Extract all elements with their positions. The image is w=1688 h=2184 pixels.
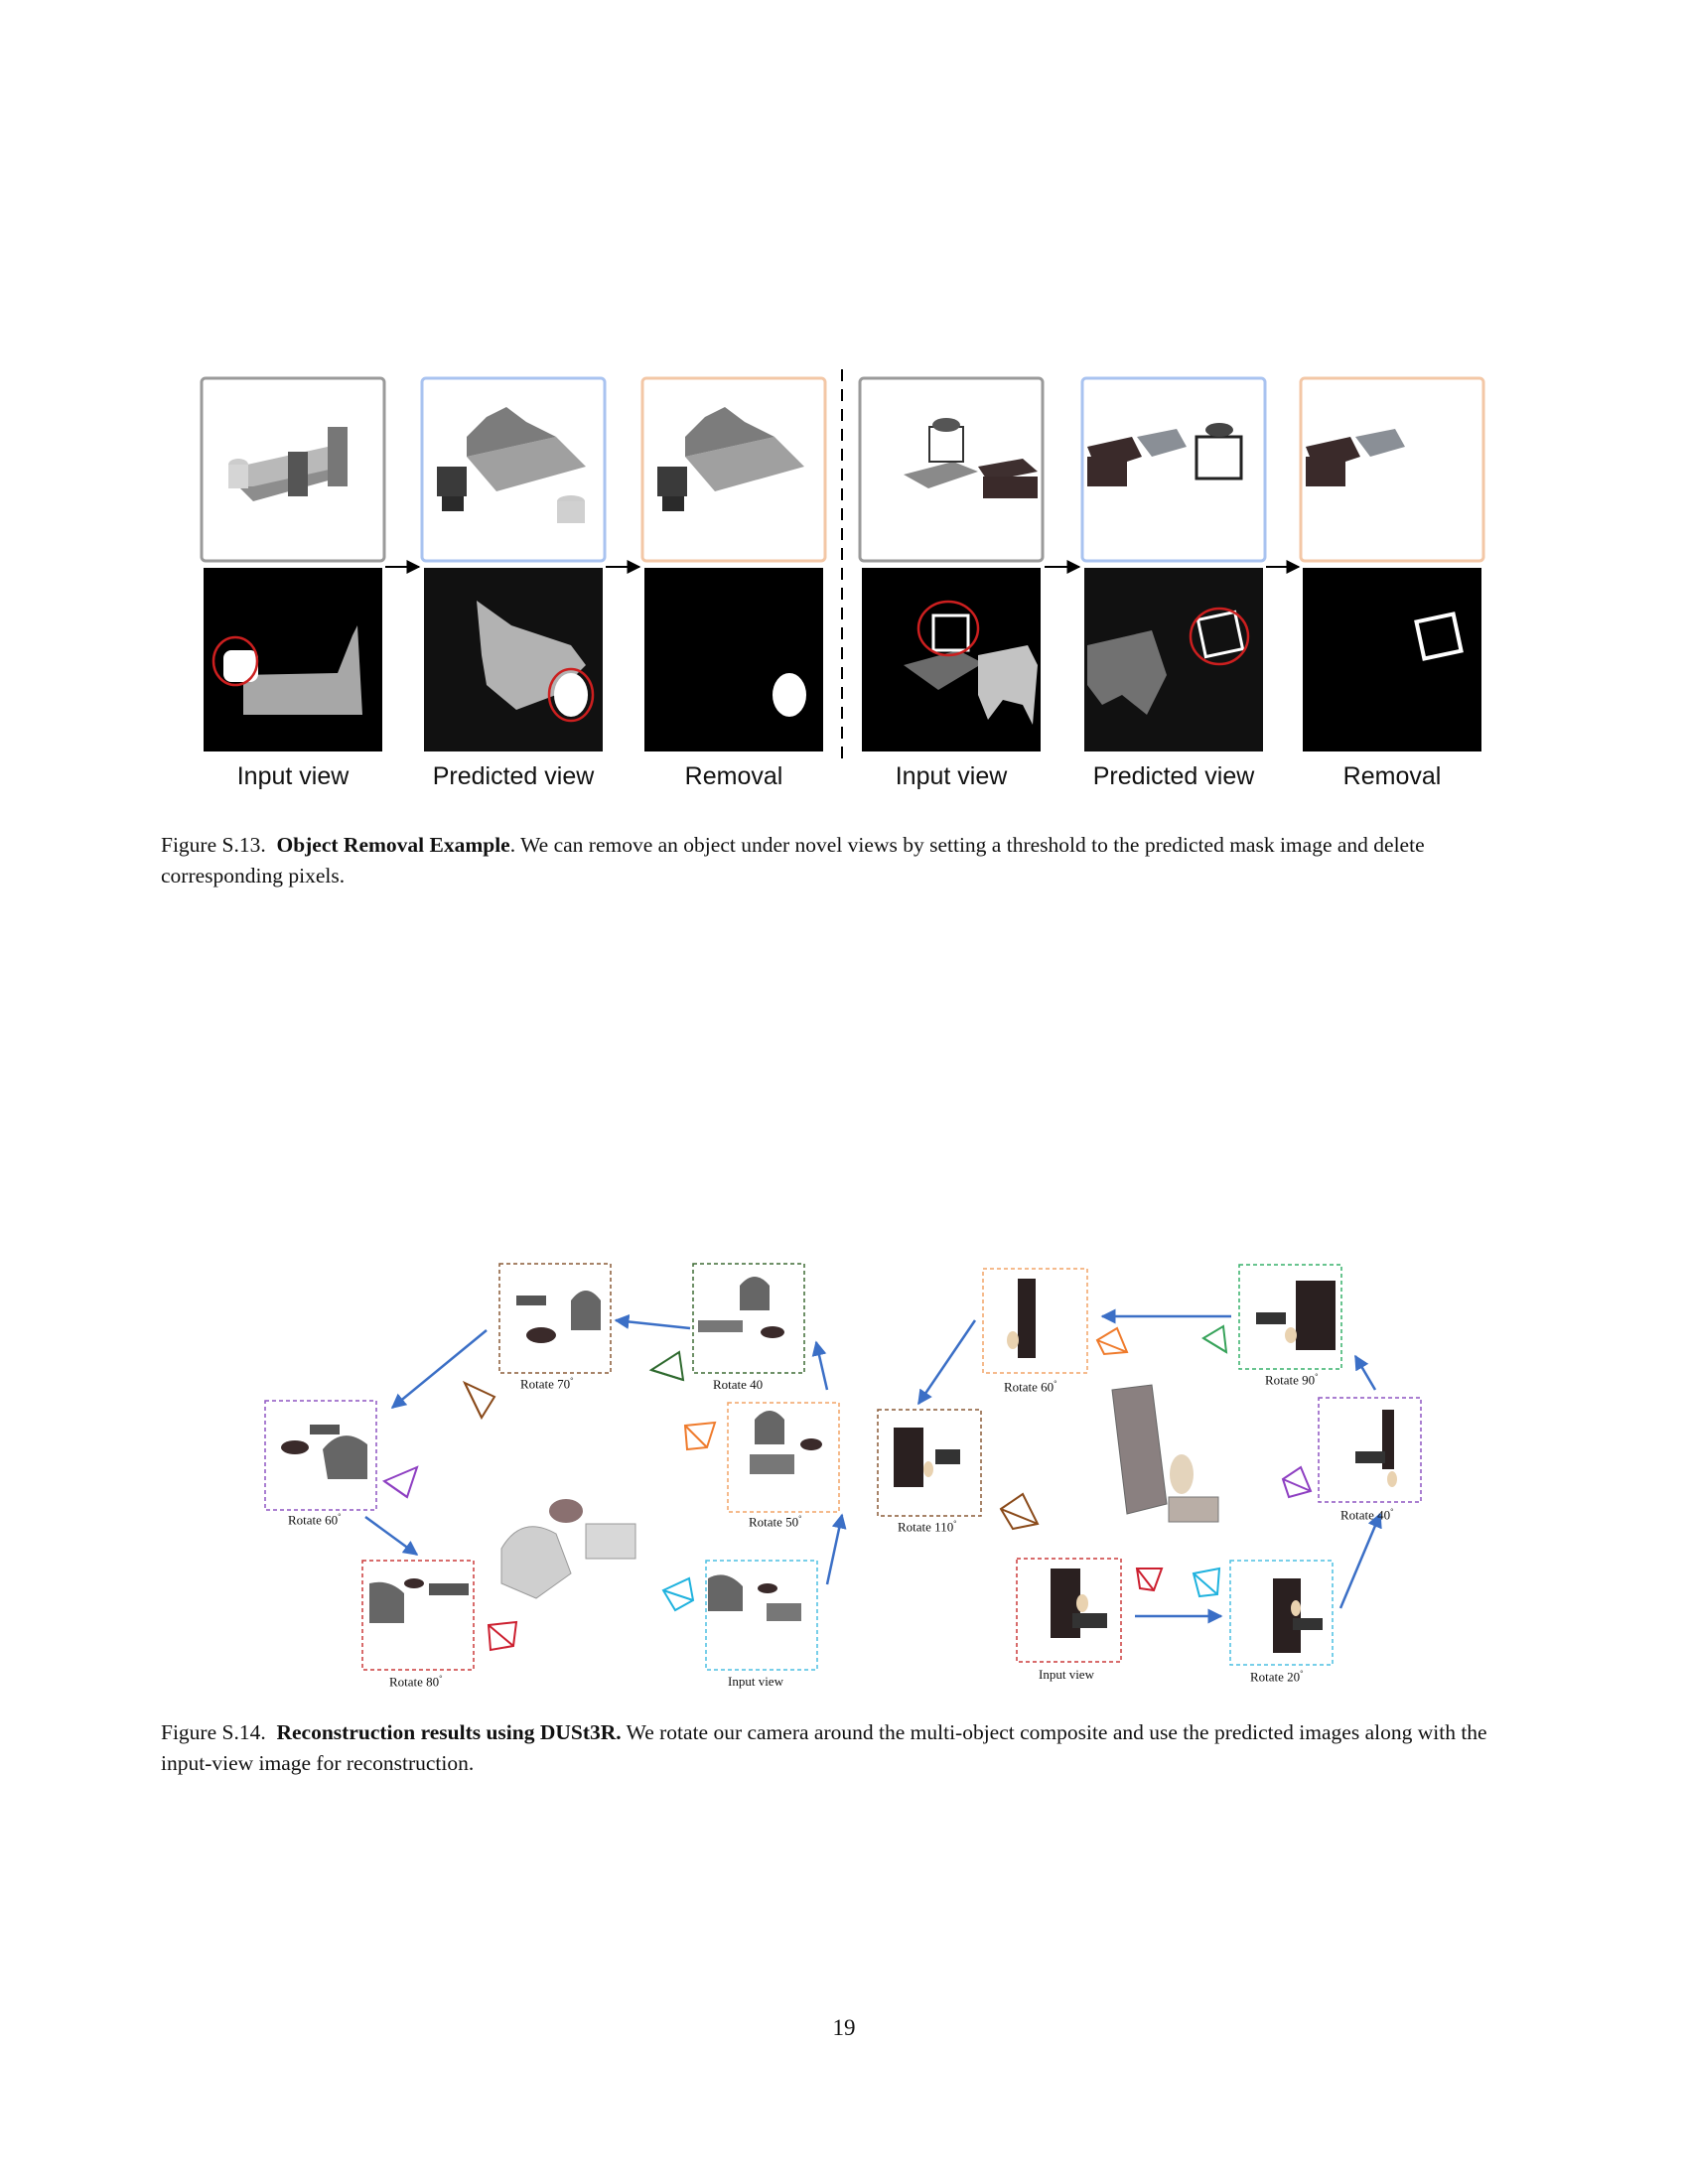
col-label-removal-2: Removal <box>1342 762 1442 790</box>
panel-removal-mask-2 <box>1303 568 1481 751</box>
col-label-input-view-1: Input view <box>236 762 350 790</box>
camera-icon-orange <box>683 1421 717 1451</box>
right-view-input <box>1016 1558 1122 1663</box>
left-view-input <box>705 1560 818 1671</box>
left-view-rotate-60 <box>264 1400 377 1511</box>
panel-removal-view-2 <box>1299 376 1485 563</box>
label-right-rotate-20: Rotate 20° <box>1250 1669 1304 1685</box>
label-left-rotate-80: Rotate 80° <box>389 1674 443 1690</box>
label-right-rotate-90: Rotate 90° <box>1265 1372 1319 1388</box>
panel-input-mask-1 <box>204 568 382 751</box>
caption-bold: Reconstruction results using DUSt3R. <box>276 1720 622 1744</box>
panel-predicted-view-2 <box>1080 376 1267 563</box>
panel-input-view-2 <box>858 376 1045 563</box>
right-reconstruction <box>1111 1384 1219 1523</box>
panel-predicted-view-1 <box>420 376 607 563</box>
col-label-predicted-view-1: Predicted view <box>432 762 595 790</box>
panel-predicted-mask-2 <box>1084 568 1263 751</box>
right-view-rotate-20 <box>1229 1560 1334 1666</box>
left-view-rotate-40 <box>692 1263 805 1374</box>
label-left-rotate-50: Rotate 50° <box>749 1514 802 1530</box>
label-left-input-view: Input view <box>728 1674 783 1689</box>
label-left-rotate-40: Rotate 40 <box>713 1377 764 1392</box>
figure-s14-caption: Figure S.14. Reconstruction results usin… <box>161 1717 1527 1779</box>
panel-predicted-mask-1 <box>424 568 603 751</box>
figure-s14-graphic <box>264 1263 1422 1671</box>
label-right-rotate-110: Rotate 110° <box>898 1519 957 1535</box>
camera-icon-orange-right <box>1095 1326 1129 1356</box>
panel-removal-view-1 <box>640 376 827 563</box>
figure-s13-graphic <box>200 369 1485 764</box>
camera-icon-brown <box>462 1380 496 1421</box>
caption-prefix: Figure S.13. <box>161 833 266 857</box>
label-right-input-view: Input view <box>1039 1667 1094 1682</box>
caption-text: We rotate our camera around the multi-ob… <box>161 1720 1487 1775</box>
left-reconstruction <box>500 1499 636 1599</box>
col-label-removal-1: Removal <box>684 762 783 790</box>
camera-icon-purple-right <box>1281 1465 1313 1499</box>
label-left-rotate-60: Rotate 60° <box>288 1512 342 1528</box>
label-right-rotate-60: Rotate 60° <box>1004 1379 1057 1395</box>
camera-icon-cyan-right <box>1192 1567 1221 1598</box>
caption-text: . We can remove an object under novel vi… <box>161 833 1425 887</box>
panel-input-view-1 <box>200 376 386 563</box>
caption-prefix: Figure S.14. <box>161 1720 266 1744</box>
caption-bold: Object Removal Example <box>276 833 510 857</box>
right-view-rotate-40 <box>1318 1397 1422 1503</box>
right-view-rotate-110 <box>877 1409 982 1517</box>
label-left-rotate-70: Rotate 70° <box>520 1376 574 1392</box>
camera-icon-cyan <box>661 1576 695 1612</box>
left-view-rotate-70 <box>498 1263 612 1374</box>
camera-icon-green <box>648 1350 685 1382</box>
page-number: 19 <box>832 2015 856 2040</box>
panel-removal-mask-1 <box>644 568 823 751</box>
left-view-rotate-80 <box>361 1560 475 1671</box>
label-right-rotate-40: Rotate 40° <box>1340 1507 1394 1523</box>
figure-s13-caption: Figure S.13. Object Removal Example. We … <box>161 830 1527 891</box>
right-view-rotate-60 <box>982 1268 1088 1374</box>
panel-input-mask-2 <box>862 568 1041 751</box>
left-view-rotate-50 <box>727 1402 840 1513</box>
right-view-rotate-90 <box>1238 1264 1342 1370</box>
camera-icon-red <box>487 1620 518 1652</box>
camera-icon-purple <box>381 1465 419 1499</box>
camera-icon-green-right <box>1201 1324 1228 1354</box>
col-label-input-view-2: Input view <box>895 762 1008 790</box>
camera-icon-brown-right <box>999 1492 1040 1531</box>
camera-icon-red-right <box>1135 1568 1164 1592</box>
col-label-predicted-view-2: Predicted view <box>1092 762 1255 790</box>
